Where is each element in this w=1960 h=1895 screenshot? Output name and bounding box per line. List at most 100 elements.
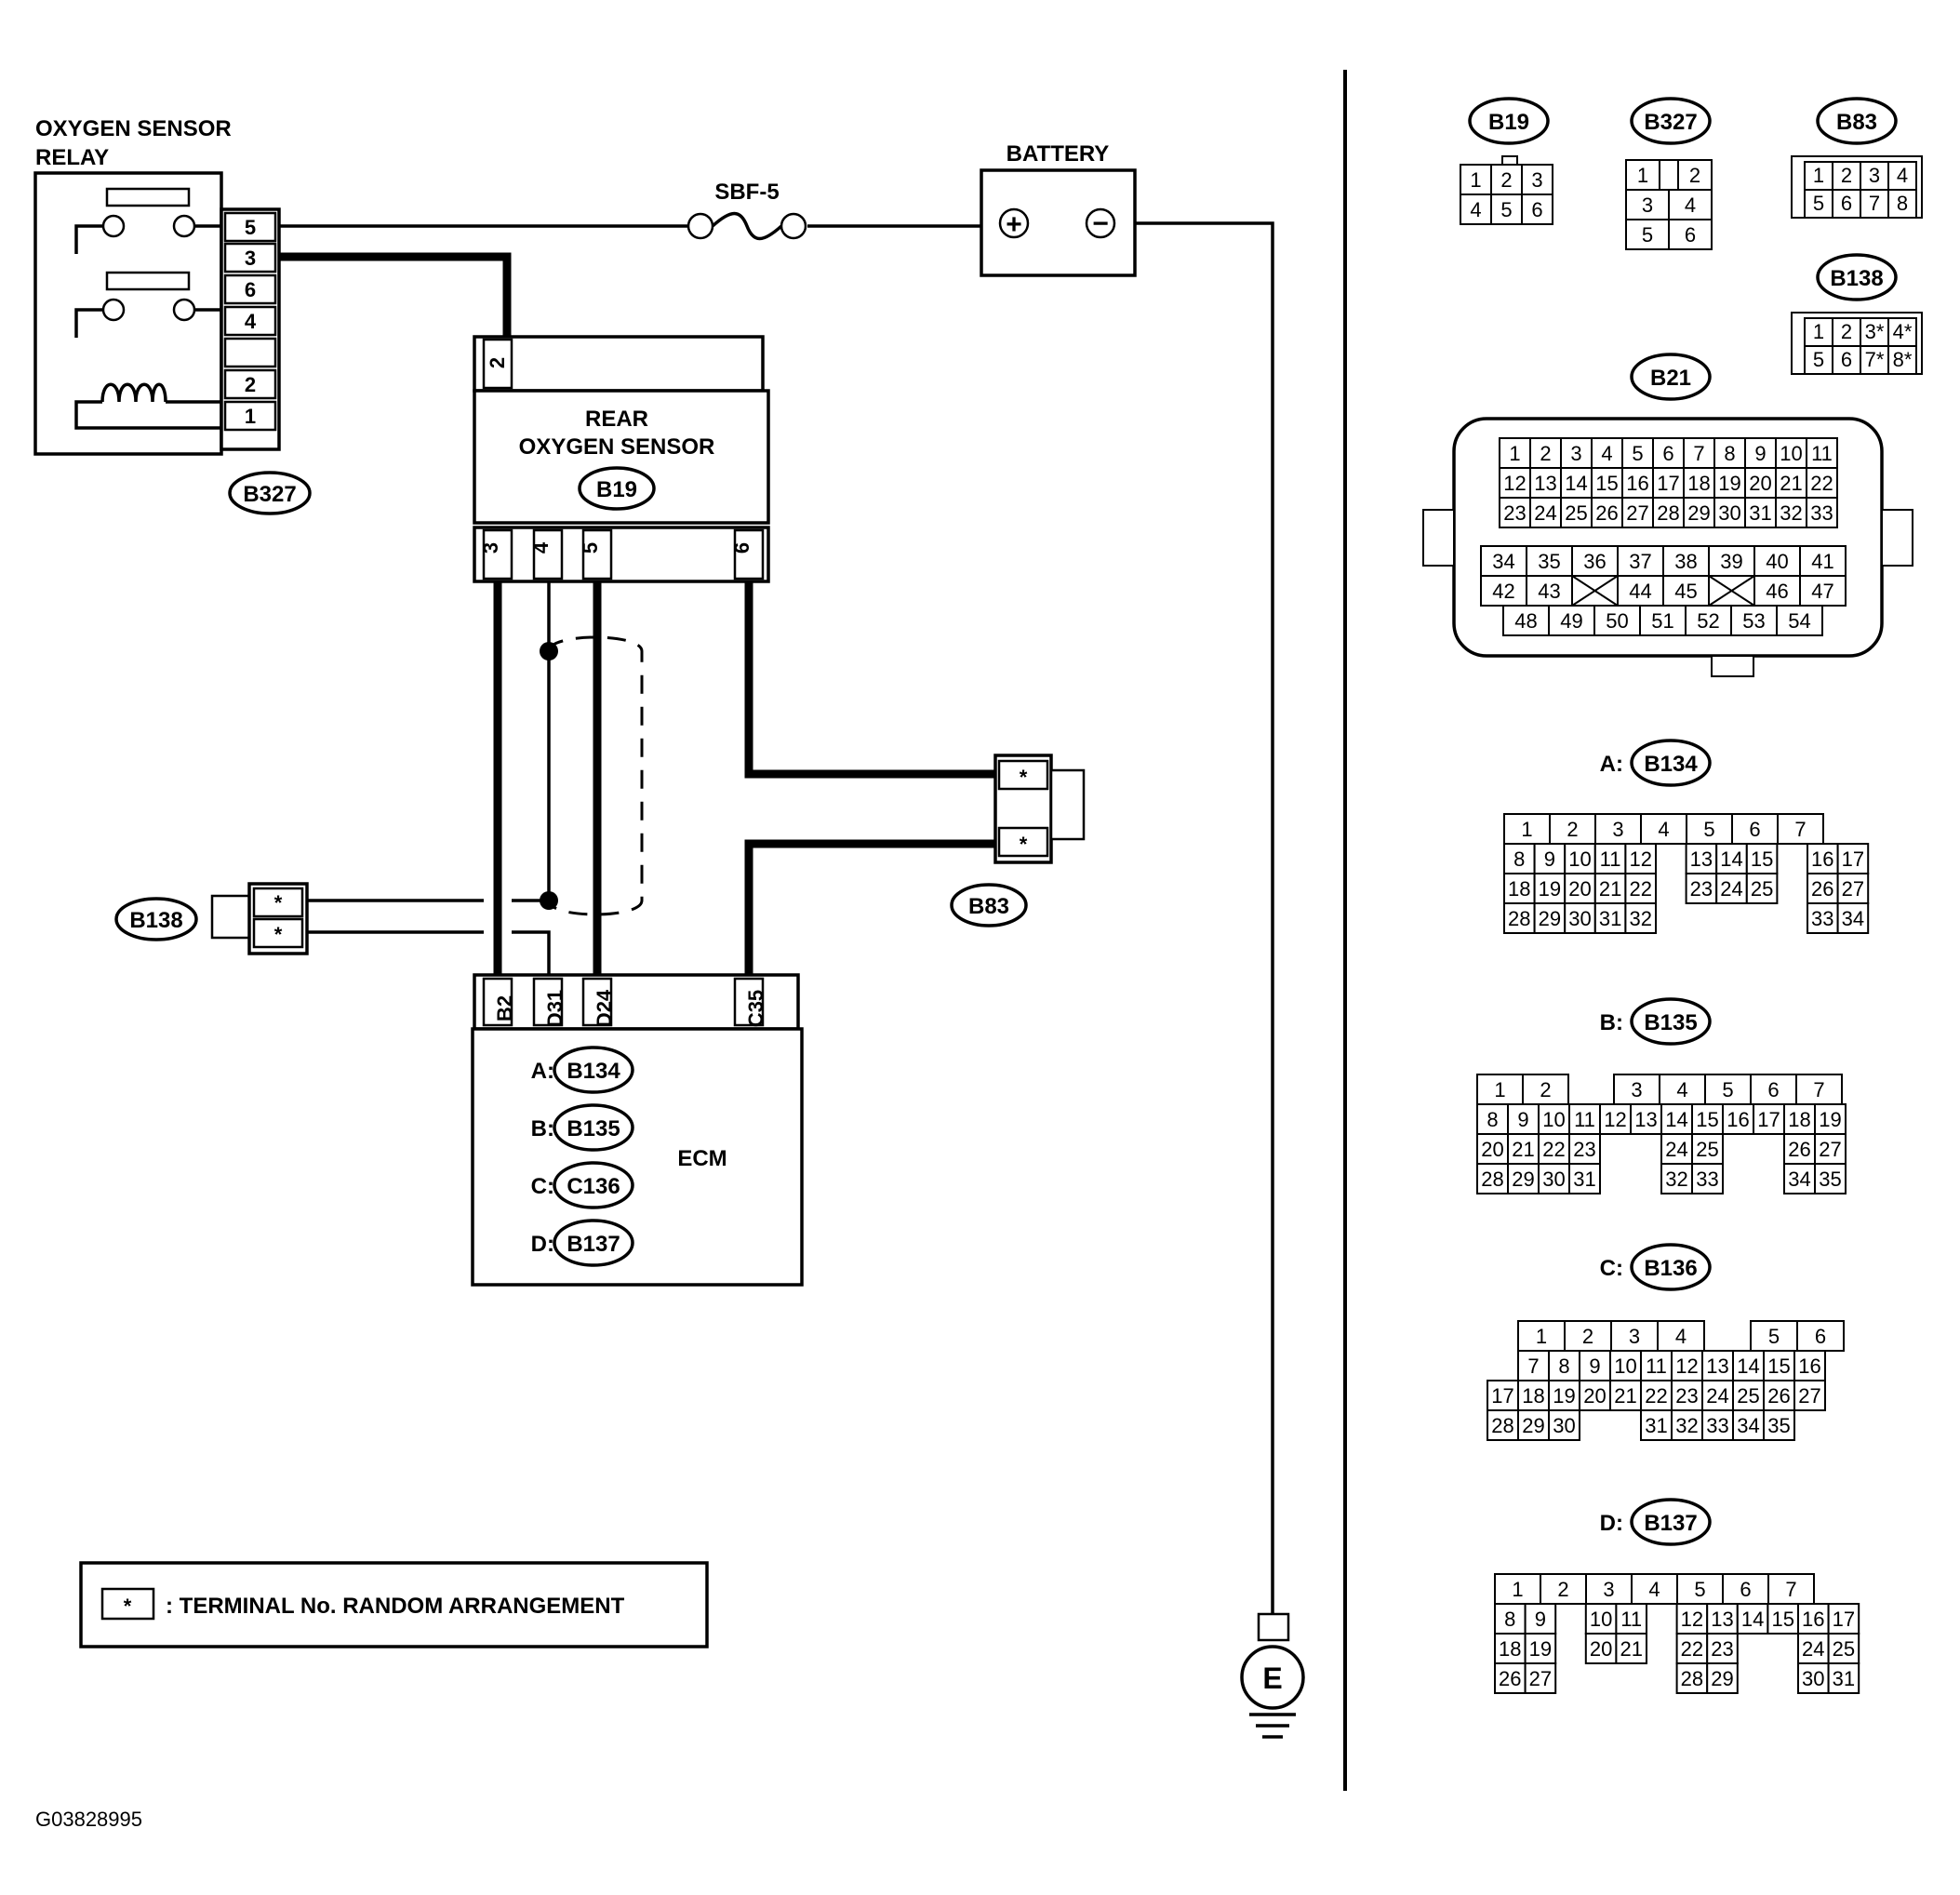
view-b135-oval [1630, 997, 1712, 1046]
view-b327-code: B327 [1644, 110, 1697, 135]
view-b136-pin-label: 18 [1522, 1384, 1544, 1408]
relay-title-1: OXYGEN SENSOR [35, 116, 232, 141]
b83-connector: * * B83 [950, 754, 1086, 927]
view-b137-pin [1706, 1662, 1739, 1694]
view-b21-pin-label: 52 [1697, 609, 1719, 633]
shield-cable [547, 635, 644, 916]
view-b135-pin-label: 23 [1573, 1138, 1595, 1161]
ecm-body [471, 1027, 804, 1287]
view-b327-oval [1630, 97, 1712, 145]
view-b136-pin-label: 2 [1582, 1325, 1593, 1348]
view-b83-pin-label: 3 [1869, 164, 1880, 187]
view-b134-pin-label: 4 [1658, 818, 1669, 841]
view-b327-pin-label: 5 [1642, 223, 1653, 247]
view-b135-pin-label: 26 [1788, 1138, 1810, 1161]
view-b135-pin-label: 8 [1487, 1108, 1498, 1131]
view-b136-pin-label: 11 [1646, 1355, 1667, 1378]
sensor-pin-cell [733, 528, 765, 581]
relay-pin-cell [223, 211, 277, 243]
view-b135-pin-label: 35 [1819, 1168, 1841, 1191]
view-b138-code: B138 [1830, 266, 1883, 291]
view-b135-pin-label: 1 [1494, 1078, 1505, 1101]
view-b137-pin-label: 20 [1590, 1637, 1612, 1661]
view-b135-pin [1783, 1163, 1816, 1194]
view-b21-pin [1560, 497, 1593, 528]
view-b138-pin-label: 1 [1813, 320, 1824, 343]
relay-coil-icon [100, 382, 167, 403]
view-b134-pin-label: 5 [1703, 818, 1714, 841]
view-b137-pin [1767, 1573, 1815, 1605]
b138-code: B138 [129, 908, 182, 933]
relay-title-2: RELAY [35, 145, 109, 170]
view-b135-pin [1613, 1074, 1660, 1105]
ecm-conn-prefix: A: [531, 1059, 554, 1084]
view-b136-pin-label: 23 [1675, 1384, 1698, 1408]
view-b135-pin [1660, 1103, 1693, 1135]
wire-ecm-c35-b83 [744, 839, 995, 975]
view-b134-pin-label: 31 [1599, 907, 1621, 930]
view-b134-pin-label: 19 [1539, 877, 1561, 901]
relay-contact-bar-1 [105, 187, 191, 207]
view-b21-pin-label: 15 [1595, 472, 1618, 495]
view-b134-pin [1564, 873, 1596, 904]
view-b136-pin-label: 20 [1583, 1384, 1606, 1408]
ecm-conn-b137: B137 [567, 1232, 620, 1257]
view-b135-pin [1783, 1133, 1816, 1165]
view-b134-pin-label: 33 [1811, 907, 1833, 930]
view-b134-pin [1624, 902, 1658, 934]
view-b21-pin-label: 47 [1811, 580, 1833, 603]
view-b136-pin-label: 21 [1614, 1384, 1636, 1408]
ground-terminal [1257, 1612, 1290, 1642]
view-b134-pin [1731, 813, 1779, 845]
legend-box [79, 1561, 709, 1648]
view-b135-pin-label: 13 [1634, 1108, 1657, 1131]
view-b135-pin [1814, 1163, 1847, 1194]
view-b135-pin-label: 10 [1542, 1108, 1565, 1131]
relay-contact-1b [172, 214, 196, 238]
view-b134-prefix: A: [1600, 752, 1623, 777]
view-b138-pin [1860, 345, 1889, 375]
view-b21-pin-label: 5 [1632, 442, 1643, 465]
ecm-conn-b134: B134 [567, 1059, 620, 1084]
view-b136-pin [1793, 1380, 1826, 1411]
view-b21-pin-label: 37 [1629, 550, 1651, 573]
view-b134-pin-label: 9 [1544, 847, 1555, 871]
view-b136-pin-label: 14 [1737, 1355, 1759, 1378]
view-b134-pin [1503, 873, 1536, 904]
view-b135-pin-label: 27 [1819, 1138, 1841, 1161]
relay-contact-2a [101, 298, 126, 322]
view-b83-pin [1860, 161, 1889, 191]
view-b137-pin [1676, 1573, 1724, 1605]
battery-plus-icon: + [1006, 209, 1022, 240]
view-b136-pin-label: 9 [1589, 1355, 1600, 1378]
view-b137-pin-label: 2 [1557, 1578, 1568, 1601]
view-b83-pin [1887, 189, 1917, 219]
view-b327-pin-label: 4 [1685, 194, 1696, 217]
view-b138-pin [1832, 317, 1861, 347]
fuse-sbf5: SBF-5 [687, 180, 807, 241]
view-b83-pin [1860, 189, 1889, 219]
view-b137-pin-label: 28 [1681, 1667, 1703, 1690]
view-b21-pin-label: 20 [1749, 472, 1771, 495]
view-b134-pin-label: 10 [1568, 847, 1591, 871]
view-b21-pin-label: 53 [1742, 609, 1765, 633]
view-b137-pin-label: 24 [1802, 1637, 1824, 1661]
fuse-terminal-right [780, 212, 807, 240]
view-b135-pin-label: 30 [1542, 1168, 1565, 1191]
view-b136-pin [1487, 1409, 1519, 1441]
view-b134-pin-label: 18 [1508, 877, 1530, 901]
ecm-pin-cell [581, 977, 613, 1027]
view-b21-pin [1713, 497, 1746, 528]
view-b135-pin-label: 4 [1676, 1078, 1687, 1101]
view-b135-pin [1753, 1103, 1785, 1135]
view-b135-pin [1476, 1103, 1509, 1135]
view-b21-pin-label: 31 [1749, 501, 1771, 525]
wire-sensor6-b83 [744, 581, 995, 779]
battery-negative-terminal [1085, 207, 1116, 239]
fuse-terminal-left [687, 212, 714, 240]
view-b21-pin [1591, 497, 1623, 528]
view-b19-pin [1460, 194, 1492, 225]
view-b21-pin-label: 49 [1560, 609, 1582, 633]
